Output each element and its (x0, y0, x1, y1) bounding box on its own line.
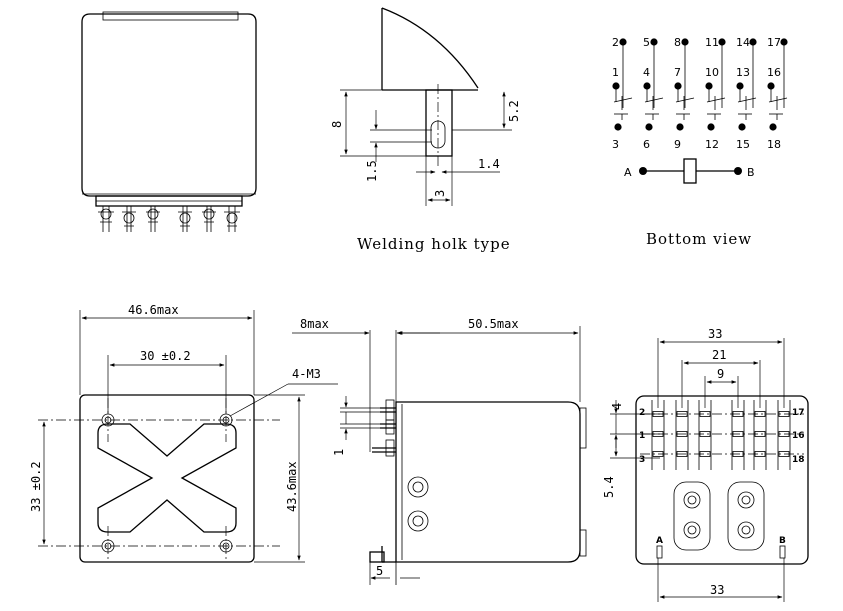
caption-welding: Welding holk type (357, 235, 511, 253)
welding-detail: 8 5.2 1.5 1.4 3 Welding holk type (330, 7, 521, 253)
pin-label: 14 (736, 36, 750, 49)
dim-pins-inner: 9 (717, 367, 724, 381)
coil-label-b: B (747, 166, 755, 179)
pin-label: 16 (767, 66, 781, 79)
pin-label: 18 (767, 138, 781, 151)
pin-label: 15 (736, 138, 750, 151)
coil-label-a: A (624, 166, 632, 179)
terminal-label-row1-right: 17 (792, 408, 805, 418)
dim-welding-pitch: 3 (433, 190, 447, 197)
contact-group: 11 10 12 (705, 36, 726, 151)
contact-arm (706, 97, 726, 103)
contact-arm (644, 97, 664, 103)
terminal-label-coil-a: A (656, 536, 663, 546)
dim-side-small: 1 (332, 449, 346, 456)
dim-side-offset: 8max (300, 317, 329, 331)
contact-group: 5 4 6 (643, 36, 664, 151)
front-view (81, 11, 257, 232)
dim-side-base: 5 (376, 564, 383, 578)
pin-label: 8 (674, 36, 681, 49)
side-view: 8max 50.5max 1 5 (292, 317, 587, 585)
pin-label: 9 (674, 138, 681, 151)
pin-label: 5 (643, 36, 650, 49)
pin-label: 13 (736, 66, 750, 79)
contact-group: 14 13 15 (736, 36, 757, 151)
thread-label: 4-M3 (292, 367, 321, 381)
pin-label: 12 (705, 138, 719, 151)
caption-bottom: Bottom view (646, 230, 752, 248)
contact-arm (737, 97, 757, 103)
dim-welding-width: 1.4 (478, 157, 500, 171)
dim-width-max: 46.6max (128, 303, 179, 317)
terminal-label-row3-left: 3 (639, 455, 645, 465)
front-pins (98, 206, 240, 232)
dim-hole-spacing: 30 ±0.2 (140, 349, 191, 363)
pin-label: 10 (705, 66, 719, 79)
terminal-label-row2-right: 16 (792, 431, 805, 441)
pin-dot (707, 123, 715, 131)
contact-arm (613, 97, 633, 103)
pin-label: 1 (612, 66, 619, 79)
contact-group: 2 1 3 (612, 36, 633, 151)
pin-label: 4 (643, 66, 650, 79)
terminal-label-coil-b: B (779, 536, 786, 546)
terminal-label-row1-left: 2 (639, 408, 645, 418)
pin-dot (645, 123, 653, 131)
dim-pins-outer: 33 (708, 327, 722, 341)
contact-arm (768, 97, 788, 103)
dim-row-gap: 4 (610, 403, 624, 410)
pin-label: 11 (705, 36, 719, 49)
terminal-label-row3-right: 18 (792, 455, 805, 465)
coil-terminals (673, 481, 765, 551)
pin-label: 2 (612, 36, 619, 49)
pin-label: 3 (612, 138, 619, 151)
dim-welding-height: 8 (330, 121, 344, 128)
pin-label: 7 (674, 66, 681, 79)
dim-height-max: 43.6max (285, 461, 299, 512)
mount-view: 46.6max 30 ±0.2 4-M3 33 ±0.2 43.6max (29, 303, 338, 563)
dim-vert-spacing: 33 ±0.2 (29, 461, 43, 512)
dim-pins-mid: 21 (712, 348, 726, 362)
dim-welding-slot: 1.5 (365, 160, 379, 182)
contact-arm (675, 97, 695, 103)
terminal-view: 2 1 3 17 16 18 A B 33 21 9 4 5.4 (602, 327, 809, 602)
dim-length-max: 50.5max (468, 317, 519, 331)
dim-bottom-span: 33 (710, 583, 724, 597)
pin-dot (769, 123, 777, 131)
pin-label: 17 (767, 36, 781, 49)
terminal-label-row2-left: 1 (639, 431, 645, 441)
pin-dot (614, 123, 622, 131)
pin-dot (738, 123, 746, 131)
contact-group: 17 16 18 (767, 36, 788, 151)
contact-group: 8 7 9 (674, 36, 695, 151)
mount-holes (101, 413, 233, 553)
dim-welding-top: 5.2 (507, 100, 521, 122)
pin-dot (676, 123, 684, 131)
dim-row-offset: 5.4 (602, 476, 616, 498)
pin-label: 6 (643, 138, 650, 151)
